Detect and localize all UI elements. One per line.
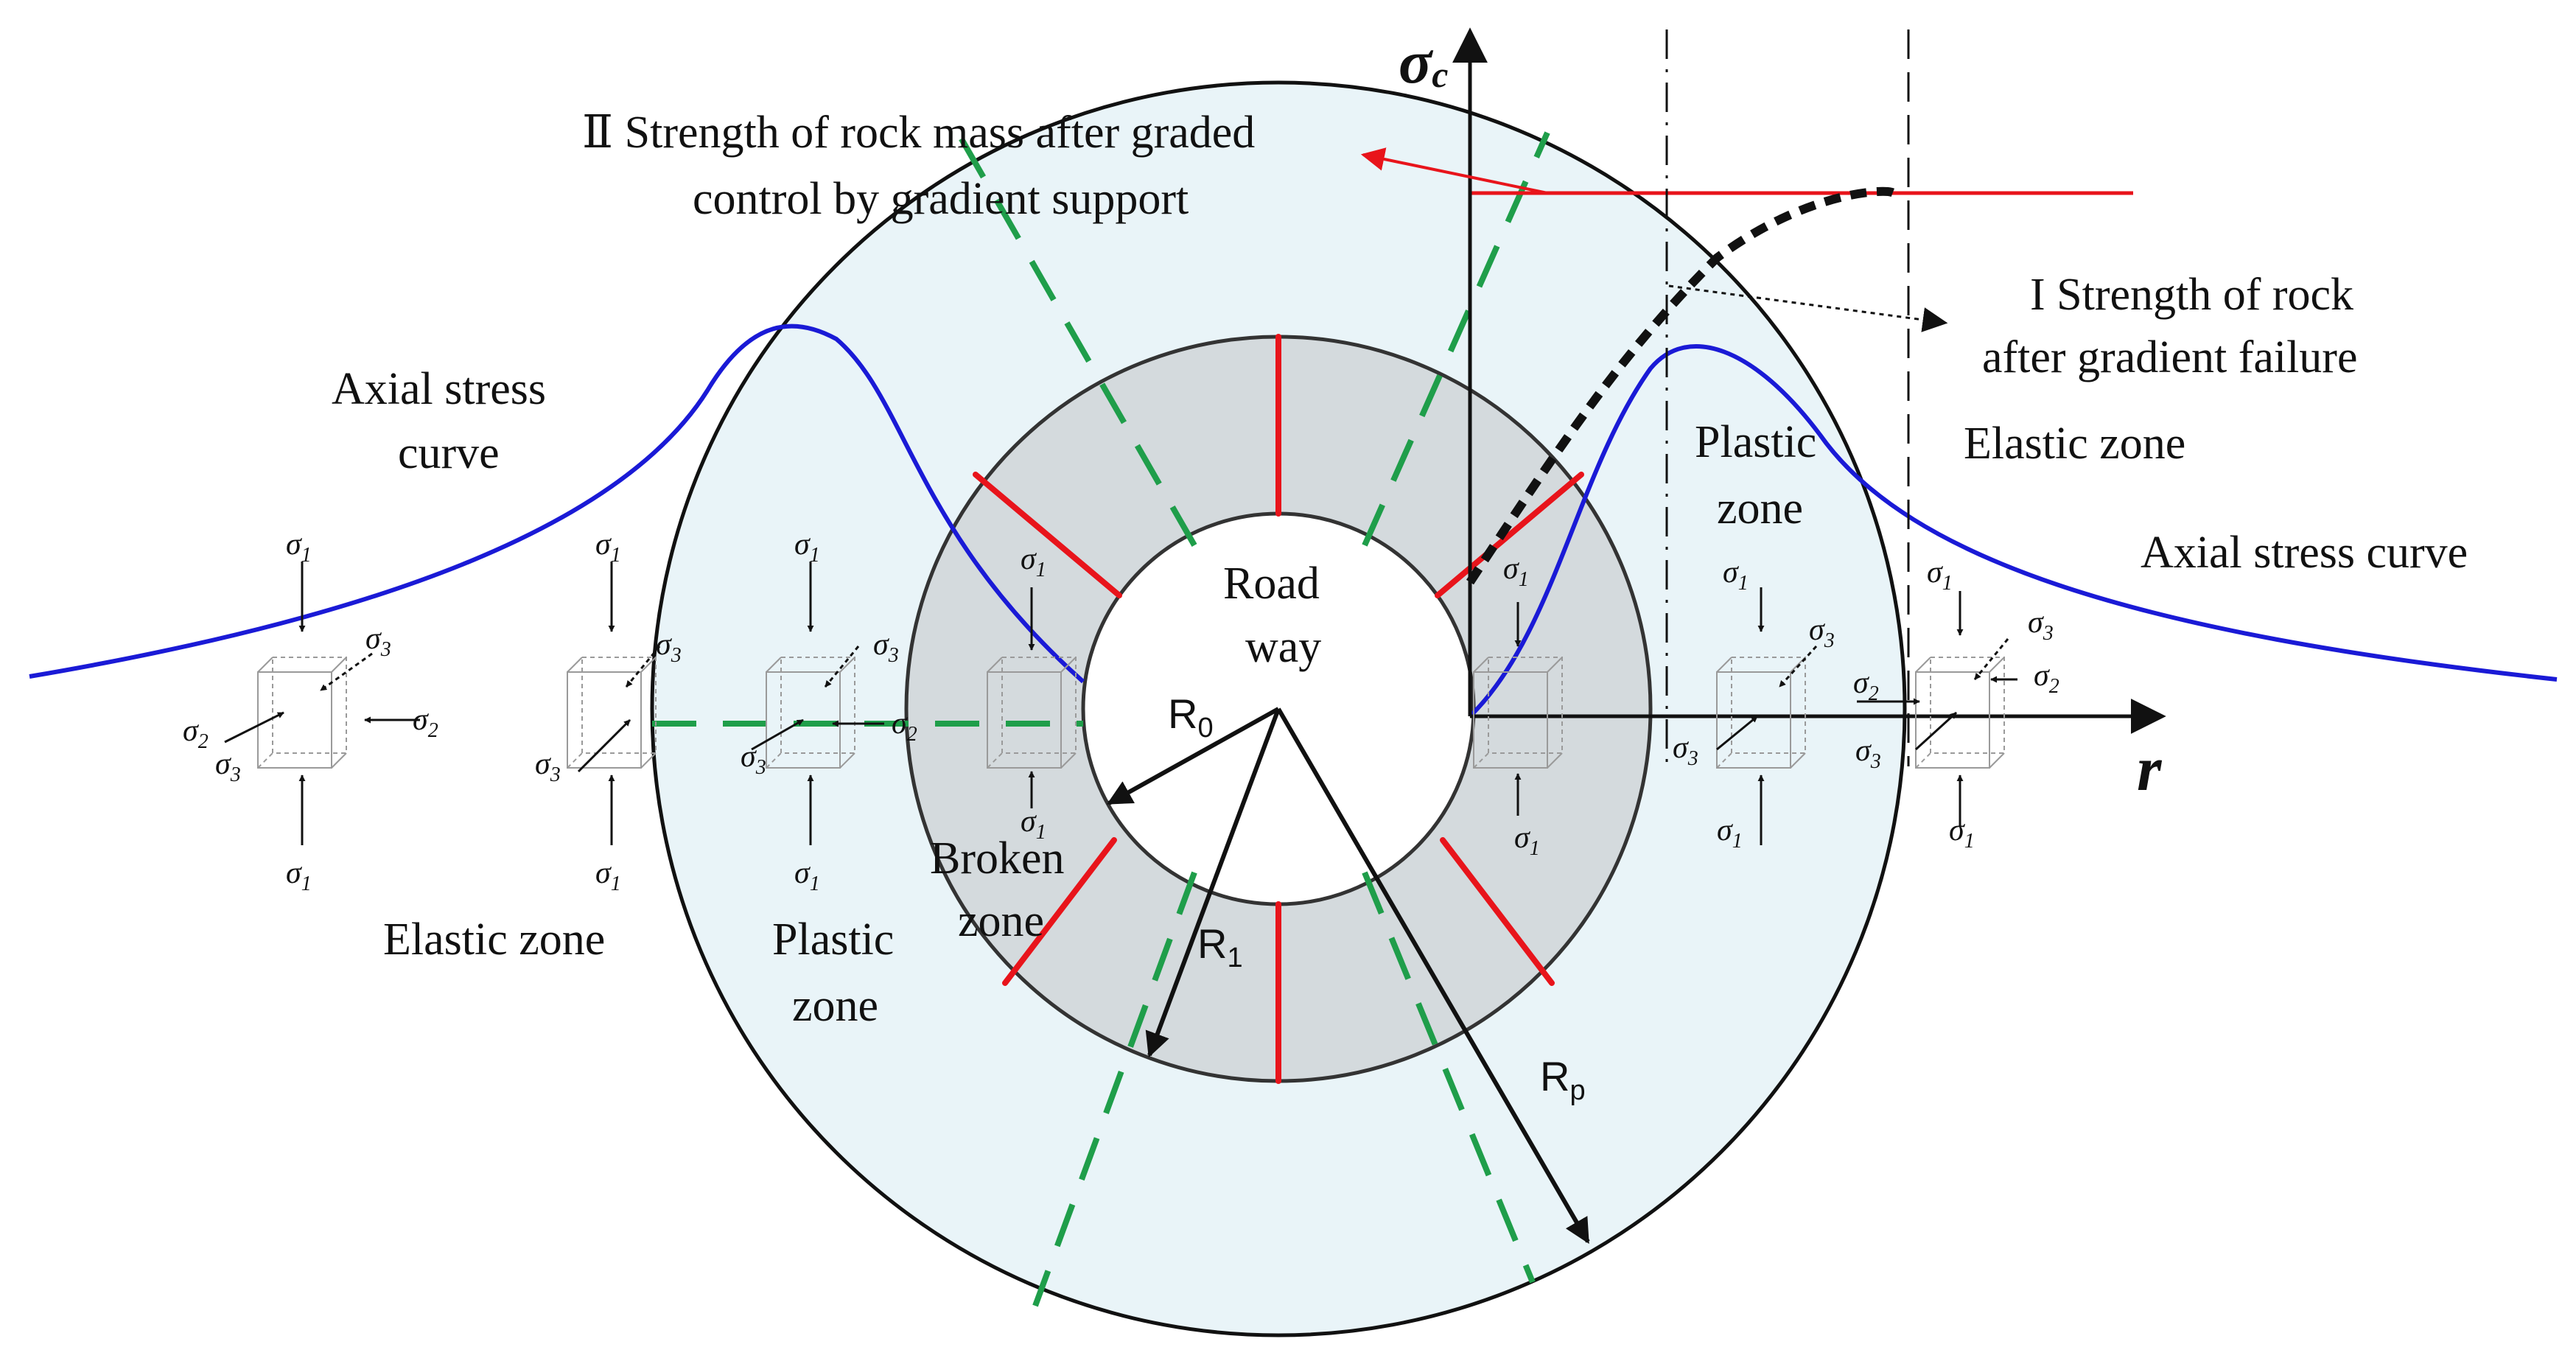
stress-element-elastic-right bbox=[1857, 591, 2017, 827]
axial-stress-curve-right bbox=[1468, 344, 2558, 718]
plastic-zone-label-right-line2: zone bbox=[1717, 483, 1803, 534]
sigma-3-label: σ3 bbox=[1809, 613, 1835, 652]
stress-element-plastic-right bbox=[1716, 587, 1818, 845]
sigma-1-label: σ1 bbox=[1927, 556, 1953, 595]
plastic-zone-label-right-line1: Plastic bbox=[1695, 417, 1816, 467]
sigma-3-label: σ3 bbox=[215, 747, 241, 786]
rp-label: Rp bbox=[1540, 1053, 1586, 1106]
sigma-1-label: σ1 bbox=[1949, 814, 1975, 853]
sigma-1-label: σ1 bbox=[286, 856, 312, 895]
sigma-3-label: σ3 bbox=[1855, 734, 1881, 773]
strength-failure-curve bbox=[1466, 186, 1897, 585]
r0-label: R0 bbox=[1168, 690, 1214, 744]
stress-element-elastic-mid bbox=[567, 562, 661, 845]
r1-label: R1 bbox=[1197, 920, 1243, 973]
strength-graded-label-line1: Ⅱ Strength of rock mass after graded bbox=[582, 108, 1255, 158]
strength-graded-arrow bbox=[1360, 147, 1548, 195]
stress-element-broken-right bbox=[1473, 602, 1563, 816]
sigma-1-label: σ1 bbox=[286, 528, 312, 567]
radius-vectors bbox=[1107, 707, 1590, 1244]
sigma-1-label: σ1 bbox=[595, 856, 621, 895]
sigma-2-label: σ2 bbox=[413, 703, 438, 742]
axial-stress-label-left-line1: Axial stress bbox=[332, 364, 546, 414]
broken-zone-label-line1: Broken bbox=[930, 833, 1065, 884]
sigma-2-label: σ2 bbox=[2034, 659, 2059, 698]
strength-graded-label-line2: control by gradient support bbox=[693, 174, 1189, 224]
sigma-3-label: σ3 bbox=[2028, 606, 2054, 645]
sigma-3-label: σ3 bbox=[656, 628, 682, 667]
sigma-1-label: σ1 bbox=[1021, 805, 1046, 844]
stress-element-plastic-left bbox=[751, 562, 884, 845]
roadway-label-line1: Road bbox=[1223, 559, 1320, 609]
sigma-c-axis-label: σc bbox=[1399, 28, 1448, 97]
sigma-1-label: σ1 bbox=[1514, 821, 1540, 860]
plastic-zone-label-left-line1: Plastic bbox=[772, 914, 894, 965]
sigma-3-label: σ3 bbox=[741, 740, 766, 779]
plastic-zone-label-left-line2: zone bbox=[792, 981, 878, 1031]
sigma-3-label: σ3 bbox=[1673, 731, 1698, 770]
axial-stress-label-left-line2: curve bbox=[398, 428, 500, 478]
sigma-3-label: σ3 bbox=[873, 628, 899, 667]
sigma-1-label: σ1 bbox=[1723, 556, 1749, 595]
elastic-zone-label-left: Elastic zone bbox=[383, 914, 605, 965]
sigma-1-label: σ1 bbox=[595, 528, 621, 567]
stress-symbols: σ1 σ1 σ2 σ2 σ3 σ3 σ1 σ1 σ3 σ3 σ1 σ1 σ2 σ… bbox=[183, 528, 2059, 895]
sigma-3-label: σ3 bbox=[365, 622, 391, 661]
roadway-label-line2: way bbox=[1245, 622, 1321, 672]
sigma-1-label: σ1 bbox=[1503, 552, 1529, 591]
stress-element-elastic-left bbox=[224, 562, 420, 845]
sigma-1-label: σ1 bbox=[1021, 542, 1046, 581]
sigma-2-label: σ2 bbox=[1853, 666, 1879, 705]
sigma-3-label: σ3 bbox=[535, 747, 561, 786]
sigma-2-label: σ2 bbox=[183, 714, 209, 753]
strength-failure-label-line1: I Strength of rock bbox=[2030, 270, 2353, 320]
axial-stress-label-right: Axial stress curve bbox=[2141, 528, 2468, 578]
sigma-1-label: σ1 bbox=[794, 856, 820, 895]
axial-stress-curve-left bbox=[29, 323, 1085, 684]
strength-failure-label-line2: after gradient failure bbox=[1982, 332, 2357, 382]
sigma-2-label: σ2 bbox=[892, 707, 917, 746]
sigma-1-label: σ1 bbox=[1717, 814, 1743, 853]
fracture-lines bbox=[973, 334, 1584, 1084]
r-axis-label: r bbox=[2137, 733, 2163, 804]
broken-zone-label-line2: zone bbox=[958, 896, 1044, 946]
stress-element-broken-left bbox=[987, 587, 1077, 808]
elastic-zone-label-right: Elastic zone bbox=[1964, 419, 2185, 469]
strength-failure-arrow bbox=[1668, 284, 1948, 332]
sigma-1-label: σ1 bbox=[794, 528, 820, 567]
